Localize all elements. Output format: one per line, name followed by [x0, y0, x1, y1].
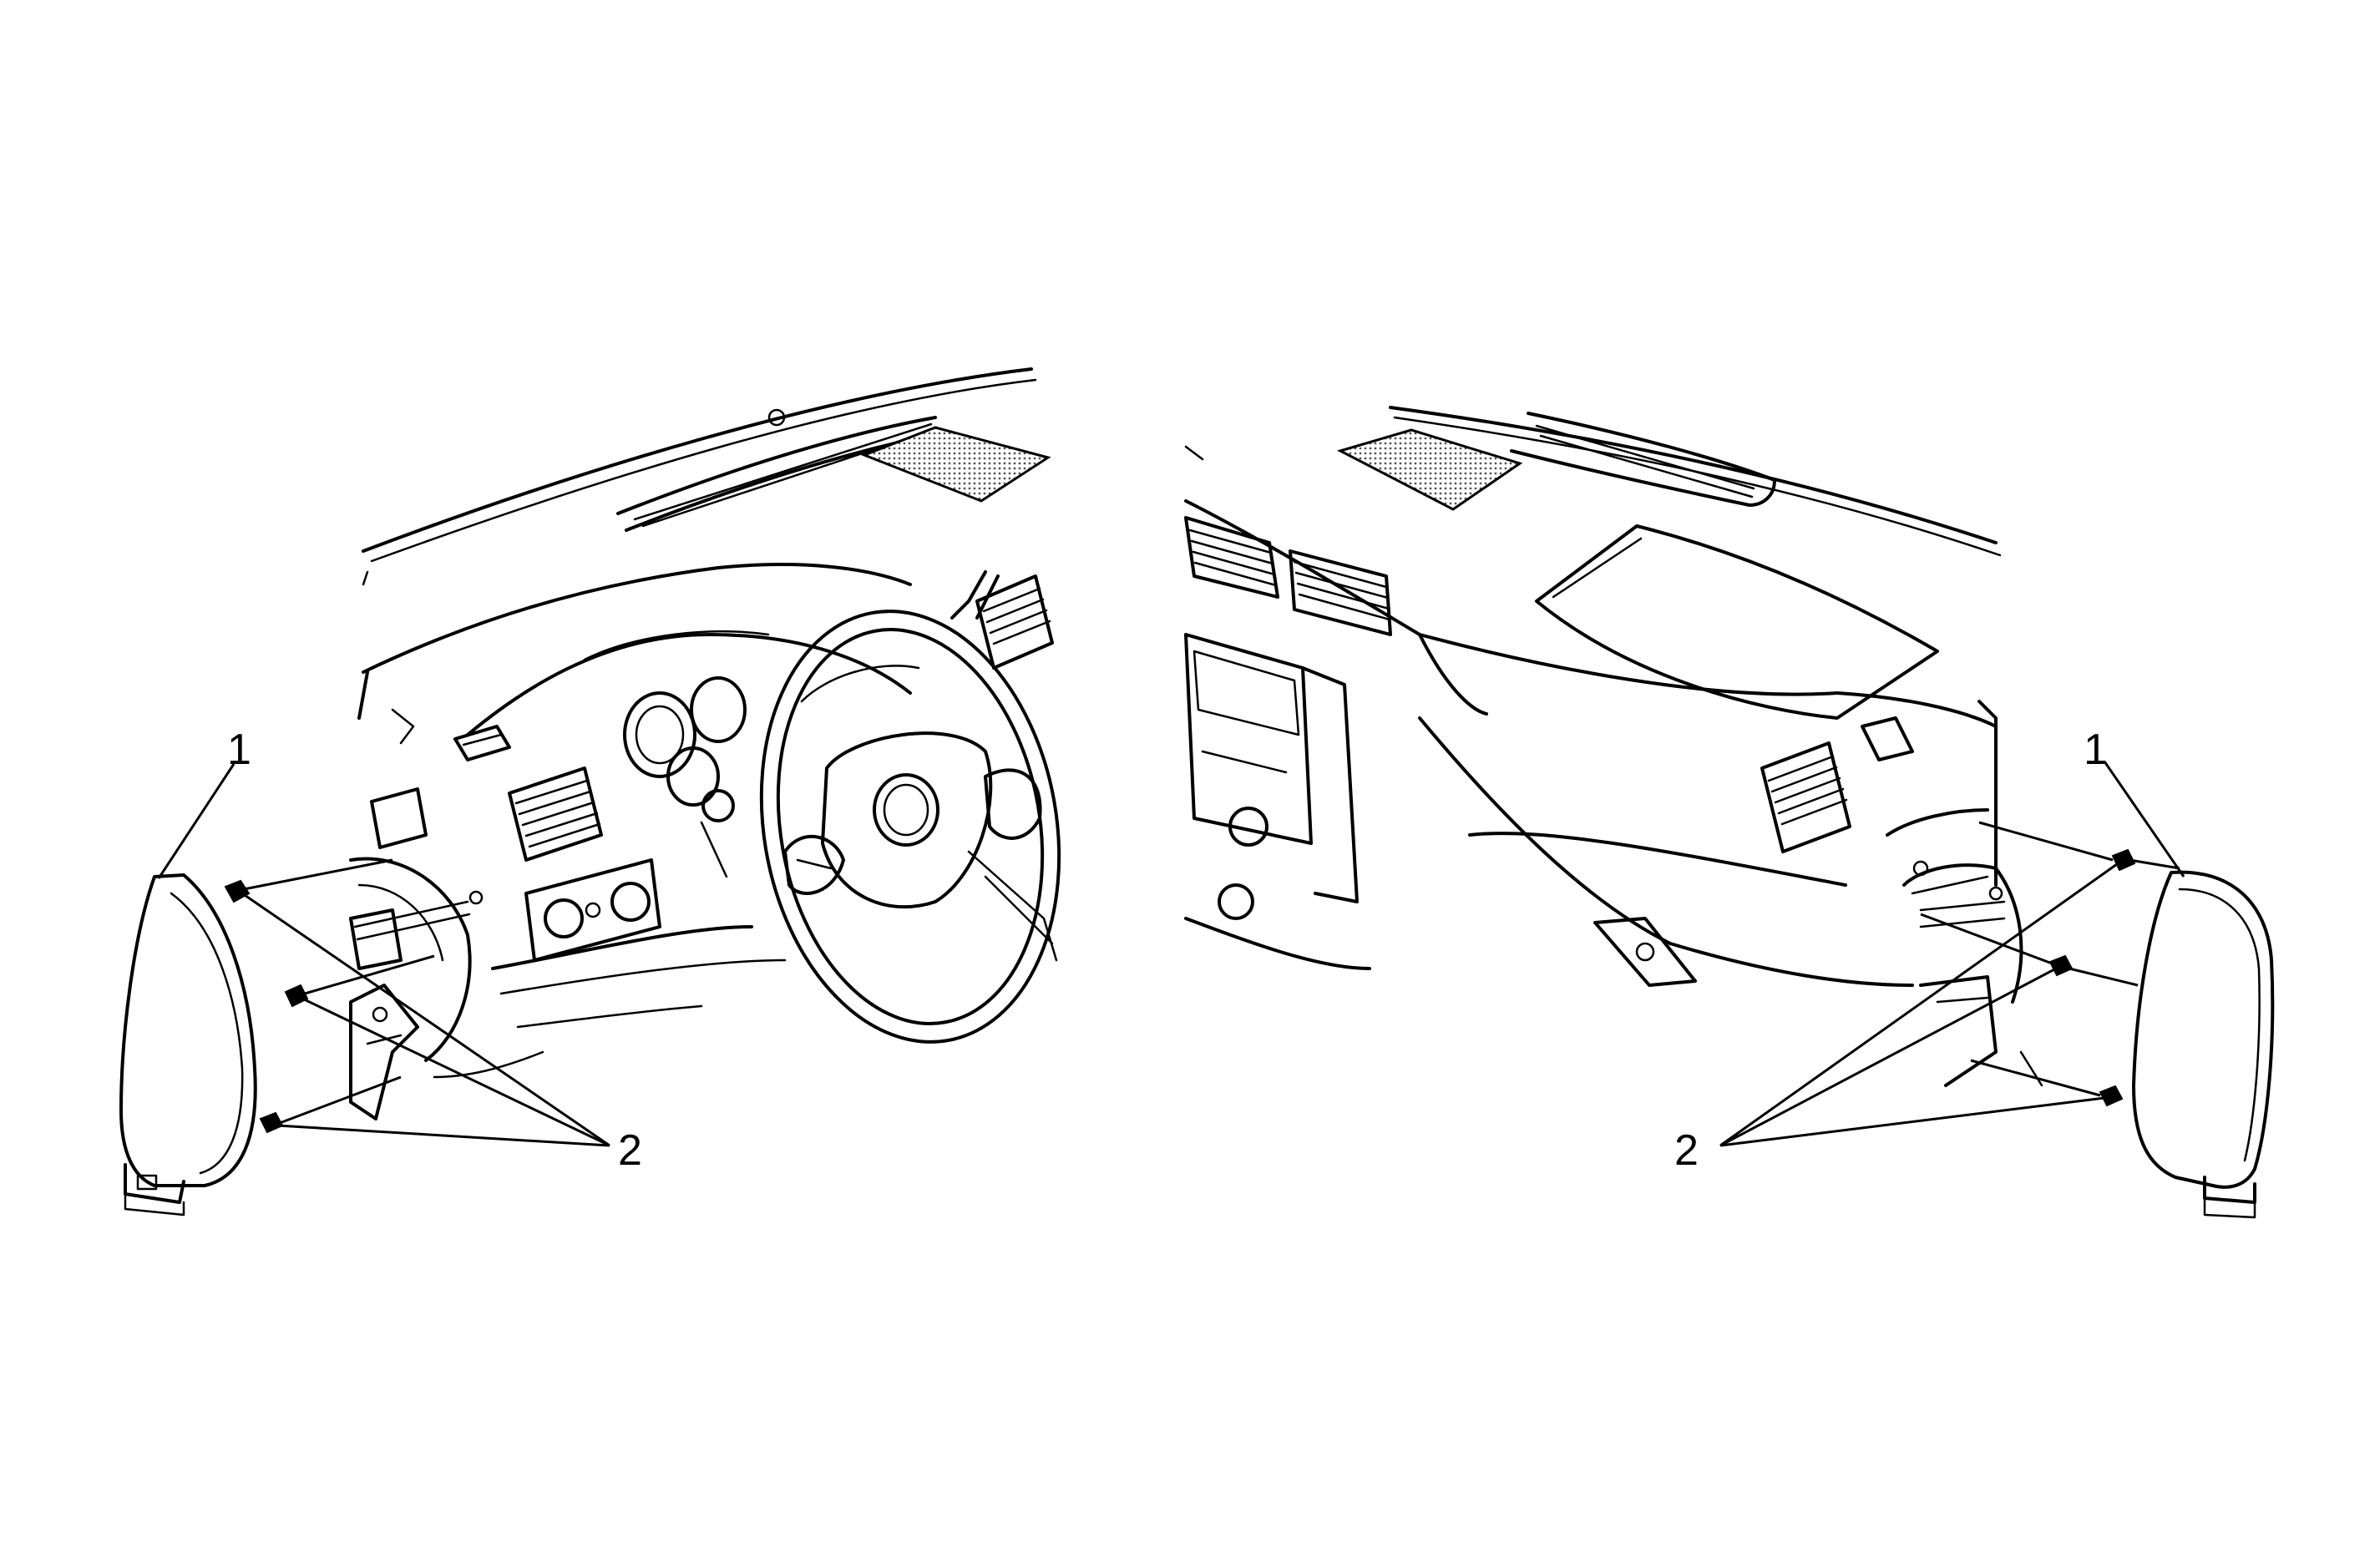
callout-1-leader-right [2103, 761, 2185, 878]
callout-2-leader-right [1719, 862, 2118, 1147]
callout-1-left: 1 [227, 726, 251, 774]
speaker-grille [1336, 428, 1523, 511]
fasteners-left [224, 858, 435, 1134]
callout-2-right: 2 [1674, 1126, 1699, 1175]
right-view: 1 2 [1184, 406, 2275, 1219]
speaker-grille [860, 426, 1051, 503]
end-cover-right [2132, 870, 2275, 1219]
callout-2-leader-left [241, 892, 610, 1147]
callout-2-left: 2 [618, 1126, 642, 1175]
left-view: 1 2 [119, 367, 1061, 1217]
end-cover-left [119, 873, 257, 1217]
callout-1-right: 1 [2084, 726, 2108, 774]
callout-1-leader-left [157, 763, 235, 879]
